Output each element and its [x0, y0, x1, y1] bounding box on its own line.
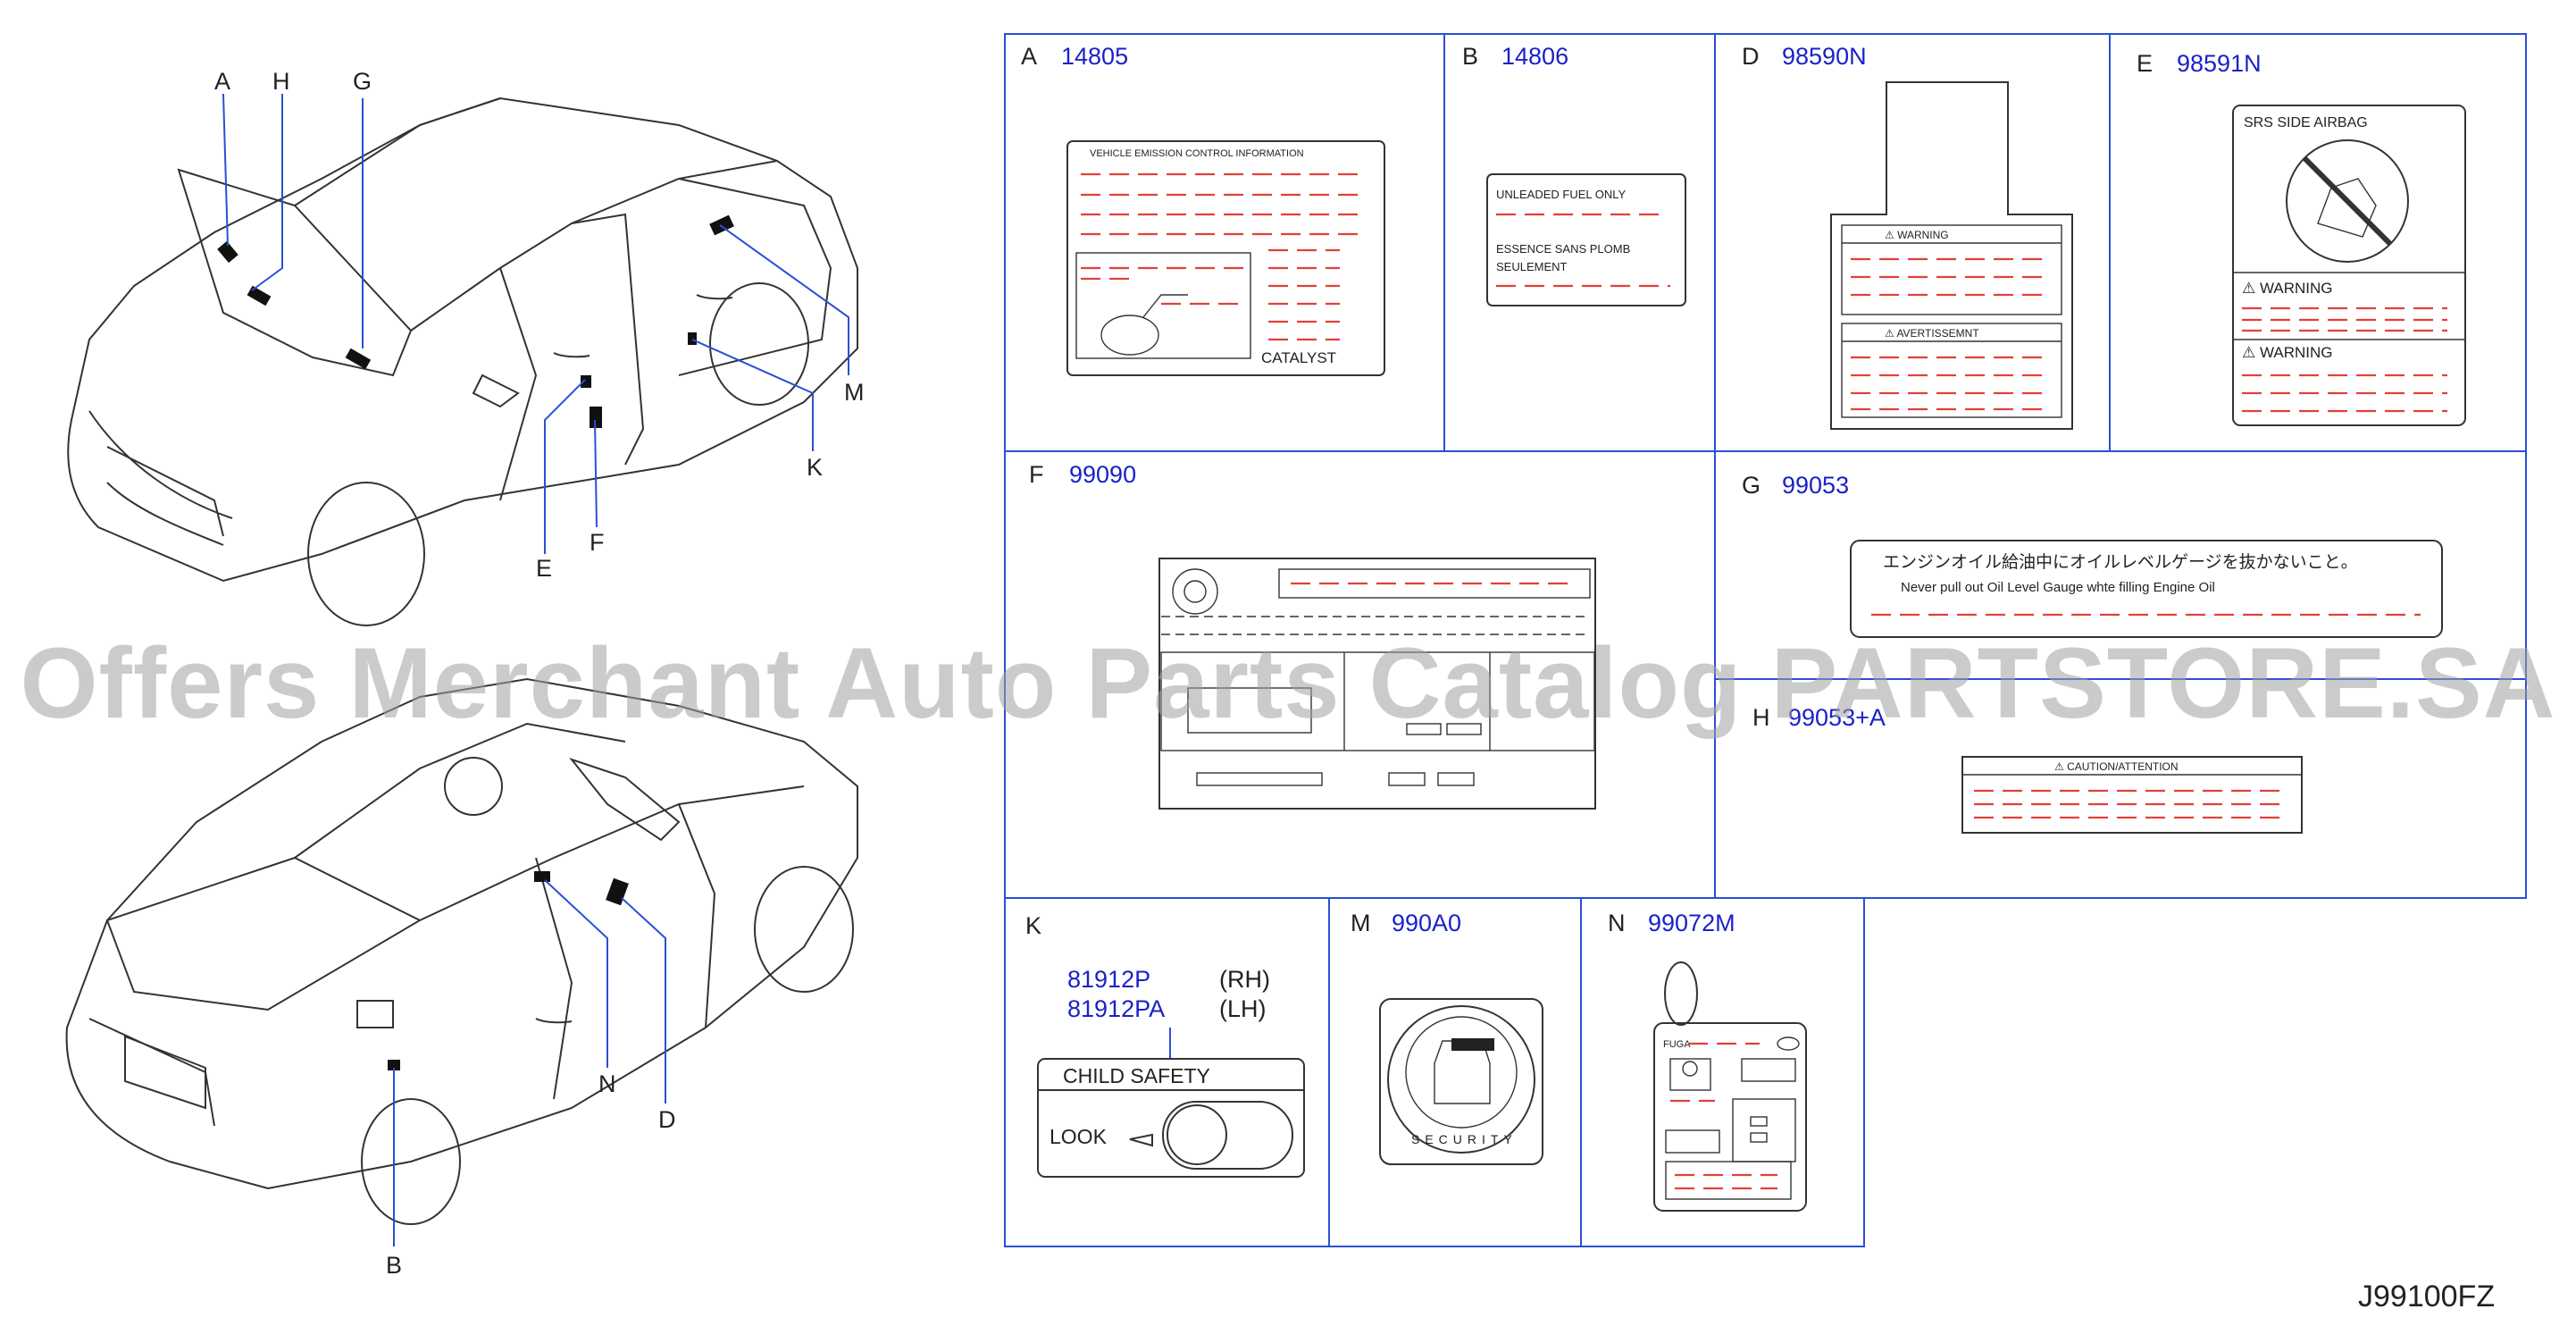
cell-G: G 99053 エンジンオイル給油中にオイルレベルゲージを抜かないこと。 Nev…: [1742, 472, 2443, 638]
cell-D: D 98590N ⚠ WARNING ⚠ AVERTISSEMNT: [1742, 43, 2073, 430]
cell-N: N 99072M FUGA: [1608, 910, 1807, 1212]
catalyst-icon: [1100, 315, 1159, 356]
cell-M-letter: M: [1351, 910, 1371, 936]
car-front-callout-markers: [217, 214, 734, 428]
airbag-warning-1: ⚠ WARNING: [2242, 280, 2333, 297]
brand-logo-icon: [1777, 1036, 1800, 1051]
cell-D-letter: D: [1742, 43, 1760, 70]
arrow-left-icon: [1129, 1133, 1153, 1147]
tire-icon: [1172, 568, 1218, 615]
lock-switch: [1162, 1101, 1293, 1170]
avertissement-title: ⚠ AVERTISSEMNT: [1885, 327, 1979, 340]
cell-K-lh: (LH): [1219, 995, 1267, 1022]
cell-K-part-number-rh: 81912P: [1067, 966, 1150, 993]
callout-H: H: [272, 68, 290, 95]
cell-H-part-number: 99053+A: [1788, 704, 1886, 731]
person-icon: [1682, 1061, 1698, 1077]
cell-A-part-number: 14805: [1061, 43, 1128, 70]
label-grid: [1004, 33, 2527, 1247]
callout-M: M: [844, 379, 865, 406]
oil-label-japanese: エンジンオイル給油中にオイルレベルゲージを抜かないこと。: [1883, 552, 2358, 572]
emission-label-title: VEHICLE EMISSION CONTROL INFORMATION: [1090, 148, 1304, 159]
diagram-id: J99100FZ: [2358, 1280, 2496, 1313]
callout-K: K: [807, 454, 823, 481]
cell-H: H 99053+A ⚠ CAUTION/ATTENTION: [1752, 704, 2303, 834]
caution-title: ⚠ CAUTION/ATTENTION: [2054, 760, 2179, 773]
tire-placard: [1158, 558, 1596, 810]
cell-M: M 990A0 SECURITY: [1351, 910, 1543, 1165]
car-rear-callout-markers: [388, 871, 629, 1070]
fuel-line2: ESSENCE SANS PLOMB: [1496, 242, 1630, 256]
catalyst-text: CATALYST: [1261, 349, 1336, 366]
cell-N-part-number: 99072M: [1648, 910, 1735, 936]
fuel-line3: SEULEMENT: [1496, 260, 1568, 273]
callout-N: N: [598, 1070, 616, 1097]
callout-E: E: [536, 555, 552, 582]
car-front-view: [67, 97, 858, 626]
child-safety-label: [1037, 1058, 1305, 1178]
key-icon: [1451, 1038, 1494, 1051]
child-safety-look: LOOK: [1050, 1125, 1108, 1148]
cell-B: B 14806 UNLEADED FUEL ONLY ESSENCE SANS …: [1462, 43, 1686, 306]
caution-label: [1961, 756, 2303, 834]
cell-B-letter: B: [1462, 43, 1478, 70]
cell-B-part-number: 14806: [1501, 43, 1568, 70]
cell-K-part-number-lh: 81912PA: [1067, 995, 1165, 1022]
callout-B: B: [386, 1252, 402, 1279]
fuel-label: [1486, 173, 1686, 306]
cell-M-part-number: 990A0: [1392, 910, 1461, 936]
cell-A: A 14805 VEHICLE EMISSION CONTROL INFORMA…: [1021, 43, 1385, 376]
cell-H-letter: H: [1752, 704, 1770, 731]
cell-E-letter: E: [2137, 50, 2153, 77]
car-rear-leader-lines: [393, 879, 666, 1246]
callout-G: G: [353, 68, 372, 95]
callout-A: A: [214, 68, 230, 95]
emission-label: [1066, 140, 1385, 376]
tag-string: [1664, 961, 1698, 1026]
airbag-label: [2232, 105, 2466, 426]
oil-label-english: Never pull out Oil Level Gauge whte fill…: [1901, 580, 2215, 595]
cell-K: K 81912P (RH) 81912PA (LH) CHILD SAFETY …: [1025, 912, 1305, 1178]
cell-E-part-number: 98591N: [2177, 50, 2262, 77]
cell-E: E 98591N SRS SIDE AIRBAG ⚠ WARNING ⚠ WAR…: [2137, 50, 2466, 426]
cell-K-rh: (RH): [1219, 966, 1270, 993]
cell-F-letter: F: [1029, 461, 1044, 488]
callout-D: D: [658, 1106, 676, 1133]
fuga-text: FUGA: [1663, 1039, 1691, 1050]
cell-F: F 99090: [1029, 461, 1596, 810]
security-text: SECURITY: [1411, 1132, 1518, 1146]
car-rear-view: [65, 677, 858, 1225]
cell-G-letter: G: [1742, 472, 1761, 499]
oil-gauge-label: [1850, 540, 2443, 638]
security-icon: [1387, 1005, 1535, 1154]
cell-K-letter: K: [1025, 912, 1041, 939]
warning-title: ⚠ WARNING: [1885, 229, 1949, 241]
cell-N-letter: N: [1608, 910, 1626, 936]
child-safety-title: CHILD SAFETY: [1063, 1064, 1210, 1087]
airbag-warning-2: ⚠ WARNING: [2242, 344, 2333, 361]
cell-G-part-number: 99053: [1782, 472, 1849, 499]
key-tag-card: [1653, 1022, 1807, 1212]
car-front-leader-lines: [222, 93, 849, 554]
cell-F-part-number: 99090: [1069, 461, 1136, 488]
cell-D-part-number: 98590N: [1782, 43, 1867, 70]
fuel-line1: UNLEADED FUEL ONLY: [1496, 188, 1627, 201]
security-label: [1379, 998, 1543, 1165]
no-child-seat-icon: [2286, 139, 2409, 263]
cell-A-letter: A: [1021, 43, 1037, 70]
callout-F: F: [590, 529, 605, 556]
srs-title: SRS SIDE AIRBAG: [2244, 115, 2368, 130]
hang-tag-label: [1830, 81, 2073, 430]
